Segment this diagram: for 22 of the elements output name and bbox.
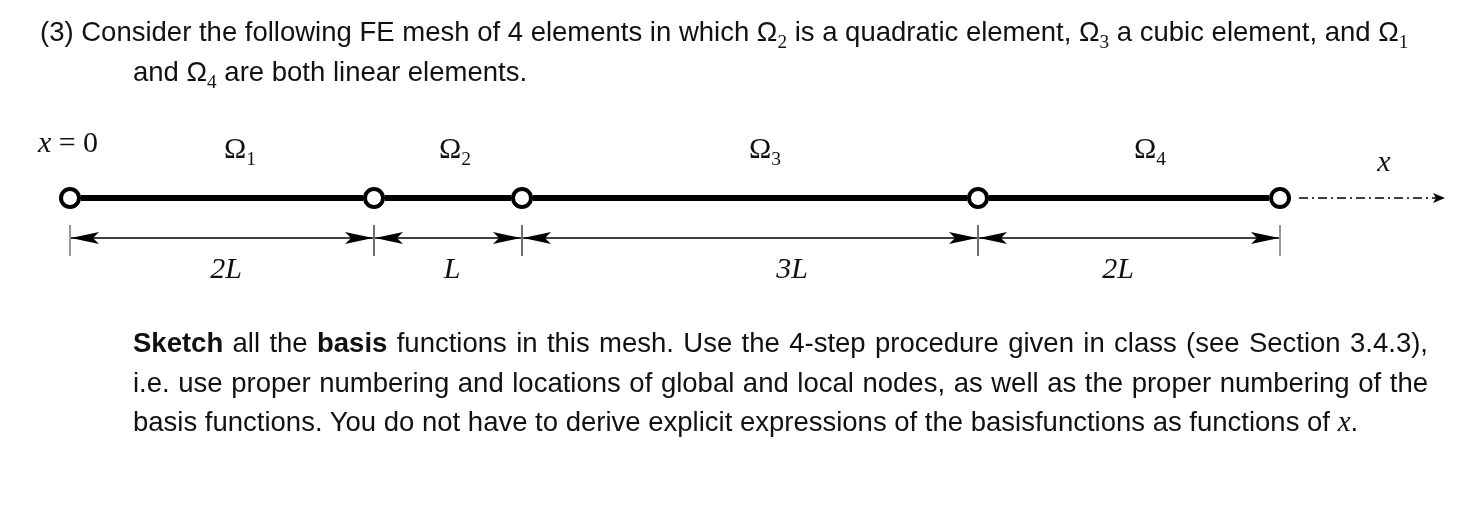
mesh-node-circle bbox=[1269, 187, 1291, 209]
instruction-paragraph: Sketch all the basis functions in this mesh. Use the 4-step procedure given in class (see Section 3.4.3), i.e. use proper numbering and locations of global and local nodes, as well as the proper numbering of the basis functions. You do not have to derive explicit expressions of the basisfunctions as functions of x. bbox=[133, 326, 1428, 439]
element-line bbox=[81, 195, 363, 201]
math-label: Ω$_{1}$ bbox=[224, 131, 256, 165]
math-label: Ω$_{4}$ bbox=[1134, 131, 1166, 165]
axis-arrow bbox=[1298, 193, 1446, 203]
element-line bbox=[989, 195, 1269, 201]
math-label: L bbox=[443, 251, 461, 285]
math-label: 2L bbox=[210, 251, 242, 285]
math-label: Ω$_{2}$ bbox=[439, 131, 471, 165]
math-label: 3L bbox=[776, 251, 808, 285]
mesh-node-circle bbox=[967, 187, 989, 209]
math-label: x bbox=[1377, 144, 1391, 178]
mesh-node-circle bbox=[363, 187, 385, 209]
element-line bbox=[385, 195, 511, 201]
mesh-node-circle bbox=[511, 187, 533, 209]
problem-statement: (3) Consider the following FE mesh of 4 elements in which Ω$_{2}$ is a quadratic element, Ω$_{3}$ a cubic element, and Ω$_{1}$ and Ω$_{4}$ are both linear elements. bbox=[40, 15, 1410, 92]
element-line bbox=[533, 195, 967, 201]
math-label: 2L bbox=[1102, 251, 1134, 285]
math-label: Ω$_{3}$ bbox=[749, 131, 781, 165]
math-label: x = 0 bbox=[37, 125, 99, 159]
mesh-node-circle bbox=[59, 187, 81, 209]
